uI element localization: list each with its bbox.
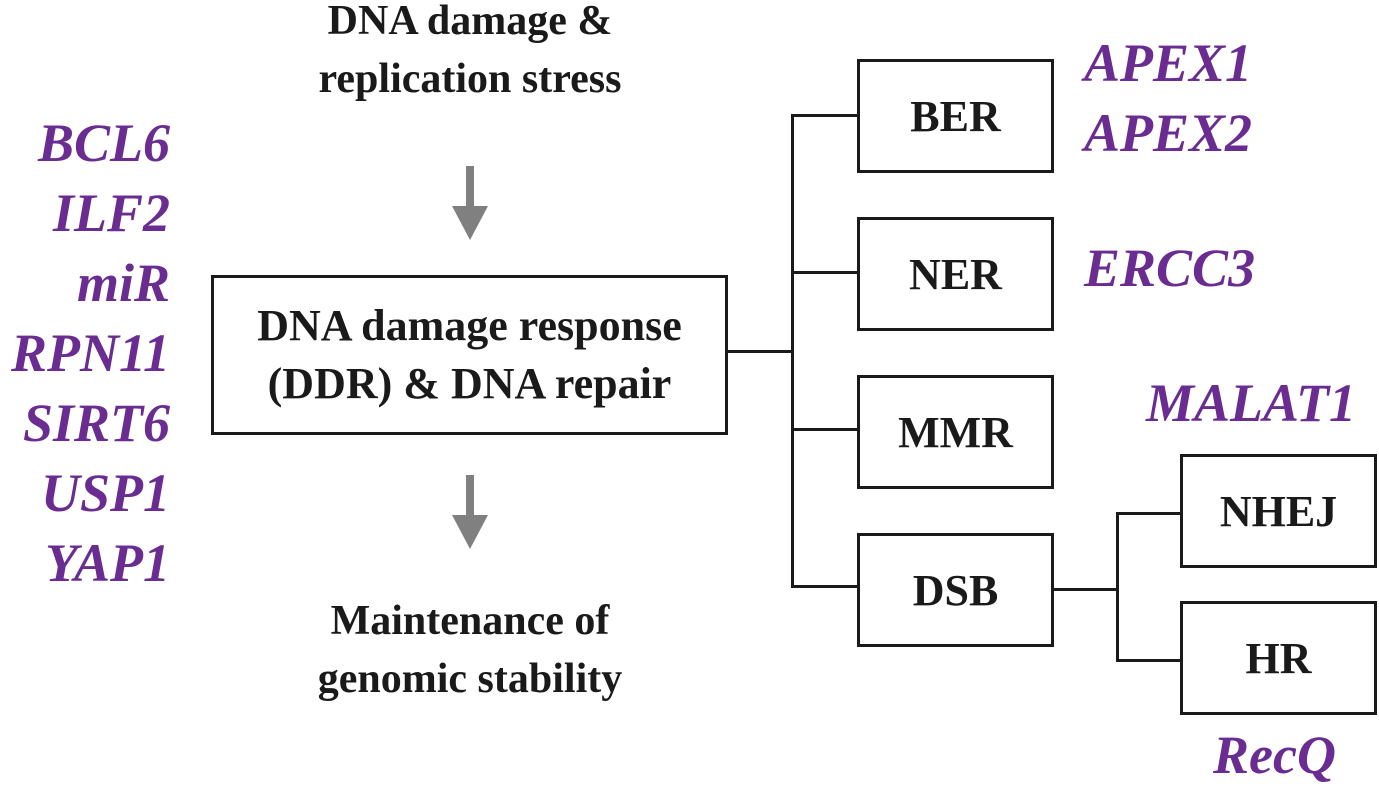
ber-label: BER: [910, 91, 1001, 141]
nhej-box: NHEJ: [1180, 454, 1377, 568]
damage-stress-line2: replication stress: [318, 56, 622, 102]
damage-stress-label: DNA damage & replication stress: [250, 0, 690, 108]
gene-label: miR: [76, 253, 170, 313]
branch-line-ner: [791, 271, 859, 274]
branch-line-ber: [791, 114, 859, 117]
down-arrow-icon: [452, 475, 488, 549]
down-arrow-icon: [452, 166, 488, 240]
genomic-stability-line1: Maintenance of: [330, 598, 610, 644]
genomic-stability-label: Maintenance of genomic stability: [250, 592, 690, 708]
ner-gene-label: ERCC3: [1084, 238, 1256, 298]
branch-line-nhej: [1116, 512, 1183, 515]
ber-gene-label: APEX1: [1084, 33, 1253, 93]
ner-box: NER: [857, 217, 1054, 331]
gene-label: RPN11: [10, 323, 170, 383]
dsb-label: DSB: [912, 565, 999, 615]
dsb-gene-label: MALAT1: [1146, 373, 1357, 433]
genomic-stability-line2: genomic stability: [317, 656, 623, 702]
nhej-label: NHEJ: [1219, 486, 1338, 536]
branch-line-hr: [1116, 659, 1183, 662]
ddr-repair-line2: (DDR) & DNA repair: [267, 359, 672, 408]
hr-box: HR: [1180, 601, 1377, 715]
gene-label: YAP1: [45, 533, 170, 593]
dsb-box: DSB: [857, 533, 1054, 647]
dsb-trunk-line: [1116, 512, 1119, 662]
mmr-box: MMR: [857, 375, 1054, 489]
ner-label: NER: [909, 249, 1002, 299]
branch-line-dsb: [791, 585, 859, 588]
ddr-repair-line1: DNA damage response: [257, 301, 682, 350]
upstream-gene-list: BCL6 ILF2 miR RPN11 SIRT6 USP1 YAP1: [0, 108, 170, 598]
gene-label: BCL6: [37, 113, 170, 173]
trunk-line: [791, 114, 794, 588]
ddr-repair-box: DNA damage response (DDR) & DNA repair: [211, 275, 728, 435]
connector-line: [728, 350, 794, 353]
mmr-label: MMR: [898, 407, 1013, 457]
dsb-connector-line: [1054, 588, 1119, 591]
hr-label: HR: [1245, 633, 1312, 683]
branch-line-mmr: [791, 428, 859, 431]
gene-label: USP1: [40, 463, 170, 523]
ber-box: BER: [857, 59, 1054, 173]
ber-gene-label: APEX2: [1084, 103, 1253, 163]
hr-gene-label: RecQ: [1213, 725, 1336, 785]
gene-label: ILF2: [52, 183, 170, 243]
gene-label: SIRT6: [22, 393, 170, 453]
damage-stress-line1: DNA damage &: [327, 0, 613, 44]
